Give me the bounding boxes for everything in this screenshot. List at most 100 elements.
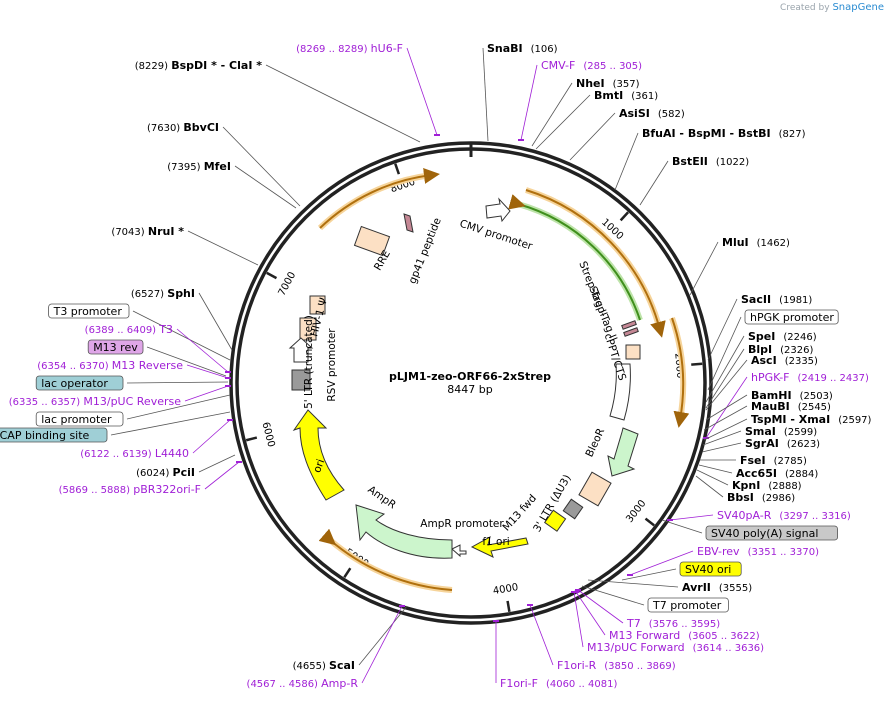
restriction-site-label[interactable]: BamHI(2503) [751, 389, 833, 402]
leader-line [661, 519, 703, 534]
site-position: (6335 .. 6357) [9, 397, 84, 408]
leader-line [689, 241, 719, 296]
primer-label[interactable]: hPGK-F(2419 .. 2437) [751, 371, 869, 384]
restriction-site-label[interactable]: SacII(1981) [741, 293, 812, 306]
restriction-site-label[interactable]: (6024) PciI [136, 466, 195, 479]
feature-box [35, 375, 124, 391]
site-position: (3555) [719, 583, 752, 594]
ltr5-box [299, 317, 317, 341]
site-name: BstEII [672, 155, 708, 168]
site-position: (1022) [716, 157, 749, 168]
restriction-site-label[interactable]: (7043) NruI * [111, 225, 184, 238]
restriction-site-label[interactable]: MluI(1462) [722, 236, 790, 249]
feature-label[interactable]: T7 promoter [652, 599, 722, 612]
restriction-site-label[interactable]: SgrAI(2623) [745, 437, 820, 450]
feature-label[interactable]: hPGK promoter [750, 311, 834, 324]
primer-label[interactable]: (6389 .. 6409) T3 [85, 323, 173, 336]
tick-label: 3000 [624, 498, 648, 525]
primer-label[interactable]: M13/pUC Forward(3614 .. 3636) [587, 641, 764, 654]
restriction-site-label[interactable]: SnaBI(106) [487, 42, 558, 55]
feature-label[interactable]: lac promoter [41, 413, 112, 426]
restriction-site-label[interactable]: BmtI(361) [594, 89, 658, 102]
restriction-site-label[interactable]: (7630) BbvCI [147, 121, 219, 134]
feature-box [647, 597, 729, 613]
leader-line [705, 394, 748, 421]
inner-label: CMV promoter [458, 218, 534, 253]
restriction-site-label[interactable]: AsiSI(582) [619, 107, 685, 120]
restriction-site-label[interactable]: AvrII(3555) [682, 581, 752, 594]
primer-label[interactable]: (4567 .. 4586) Amp-R [247, 677, 359, 690]
site-name: Amp-R [321, 677, 358, 690]
site-name: hPGK-F [751, 371, 789, 384]
restriction-site-label[interactable]: BbsI(2986) [727, 491, 795, 504]
leader-line [358, 605, 408, 666]
site-position: (6389 .. 6409) [85, 325, 160, 336]
restriction-site-label[interactable]: TspMI - XmaI(2597) [751, 413, 872, 426]
site-name: CMV-F [541, 59, 575, 72]
feature-label[interactable]: lac operator [41, 377, 108, 390]
primer-label[interactable]: (6122 .. 6139) L4440 [80, 447, 189, 460]
primer-label[interactable]: T7(3576 .. 3595) [626, 617, 720, 630]
inner-label: AmpR [365, 484, 398, 512]
restriction-site-label[interactable]: BlpI(2326) [748, 343, 813, 356]
restriction-site-label[interactable]: Acc65I(2884) [736, 467, 818, 480]
site-position: (8229) [135, 61, 171, 72]
primer-label[interactable]: F1ori-F (4060 .. 4081) [500, 677, 617, 690]
site-position: (6024) [136, 468, 172, 479]
site-name: NruI * [148, 225, 184, 238]
feature-label[interactable]: CAP binding site [0, 429, 90, 442]
site-name: SpeI [748, 330, 775, 343]
primer-label[interactable]: (6335 .. 6357) M13/pUC Reverse [9, 395, 181, 408]
restriction-site-label[interactable]: NheI(357) [576, 77, 640, 90]
restriction-site-label[interactable]: (8229) BspDI * - ClaI * [135, 59, 262, 72]
primer-label[interactable]: (5869 .. 5888) pBR322ori-F [59, 483, 201, 496]
restriction-site-label[interactable]: BfuAI - BspMI - BstBI(827) [642, 127, 806, 140]
site-name: BmtI [594, 89, 623, 102]
restriction-site-label[interactable]: (6527) SphI [131, 287, 195, 300]
primer-label[interactable]: CMV-F (285 .. 305) [541, 59, 642, 72]
restriction-site-label[interactable]: BstEII (1022) [672, 155, 749, 168]
site-position: (3297 .. 3316) [779, 511, 851, 522]
leader-line [703, 418, 748, 441]
restriction-site-label[interactable]: SmaI(2599) [745, 425, 817, 438]
site-name: BspDI * - ClaI * [171, 59, 262, 72]
primer-label[interactable]: F1ori-R(3850 .. 3869) [557, 659, 676, 672]
created-by-text: Created by [780, 3, 830, 13]
leader-line [573, 591, 584, 648]
restriction-site-label[interactable]: KpnI(2888) [732, 479, 802, 492]
feature-label[interactable]: SV40 poly(A) signal [711, 527, 818, 540]
feature-arc-right-line [525, 189, 666, 338]
primer-label[interactable]: (8269 .. 8289) hU6-F [296, 42, 403, 55]
site-position: (4060 .. 4081) [546, 679, 618, 690]
restriction-site-label[interactable]: AscI(2335) [751, 354, 818, 367]
feature-label[interactable]: M13 rev [93, 341, 138, 354]
leader-line [482, 47, 489, 142]
site-position: (2326) [780, 345, 813, 356]
restriction-site-label[interactable]: (4655) ScaI [293, 659, 355, 672]
feature-label[interactable]: SV40 ori [685, 563, 731, 576]
restriction-site-label[interactable]: FseI(2785) [740, 454, 807, 467]
primer-label[interactable]: M13 Forward(3605 .. 3622) [609, 629, 760, 642]
feature-arc-top-line [319, 168, 440, 229]
tick-mark-8000 [394, 163, 401, 175]
hiv-psi-box [309, 295, 326, 315]
tick-mark-7000 [266, 271, 278, 280]
primer-label[interactable]: EBV-rev(3351 .. 3370) [697, 545, 819, 558]
leader-line [126, 381, 229, 384]
feature-label[interactable]: T3 promoter [53, 305, 123, 318]
restriction-site-label[interactable]: MauBI(2545) [751, 400, 831, 413]
leader-line [222, 126, 301, 207]
site-name: F1ori-R [557, 659, 597, 672]
restriction-site-label[interactable]: (7395) MfeI [167, 160, 231, 173]
leader-line [587, 579, 679, 588]
feature-box [48, 303, 130, 319]
site-position: (285 .. 305) [583, 61, 642, 72]
primer-label[interactable]: SV40pA-R(3297 .. 3316) [717, 509, 851, 522]
leader-line [705, 359, 748, 411]
site-position: (6122 .. 6139) [80, 449, 155, 460]
leader-line [569, 112, 616, 161]
restriction-site-label[interactable]: SpeI(2246) [748, 330, 817, 343]
primer-label[interactable]: (6354 .. 6370) M13 Reverse [37, 359, 183, 372]
site-name: F1ori-F [500, 677, 538, 690]
